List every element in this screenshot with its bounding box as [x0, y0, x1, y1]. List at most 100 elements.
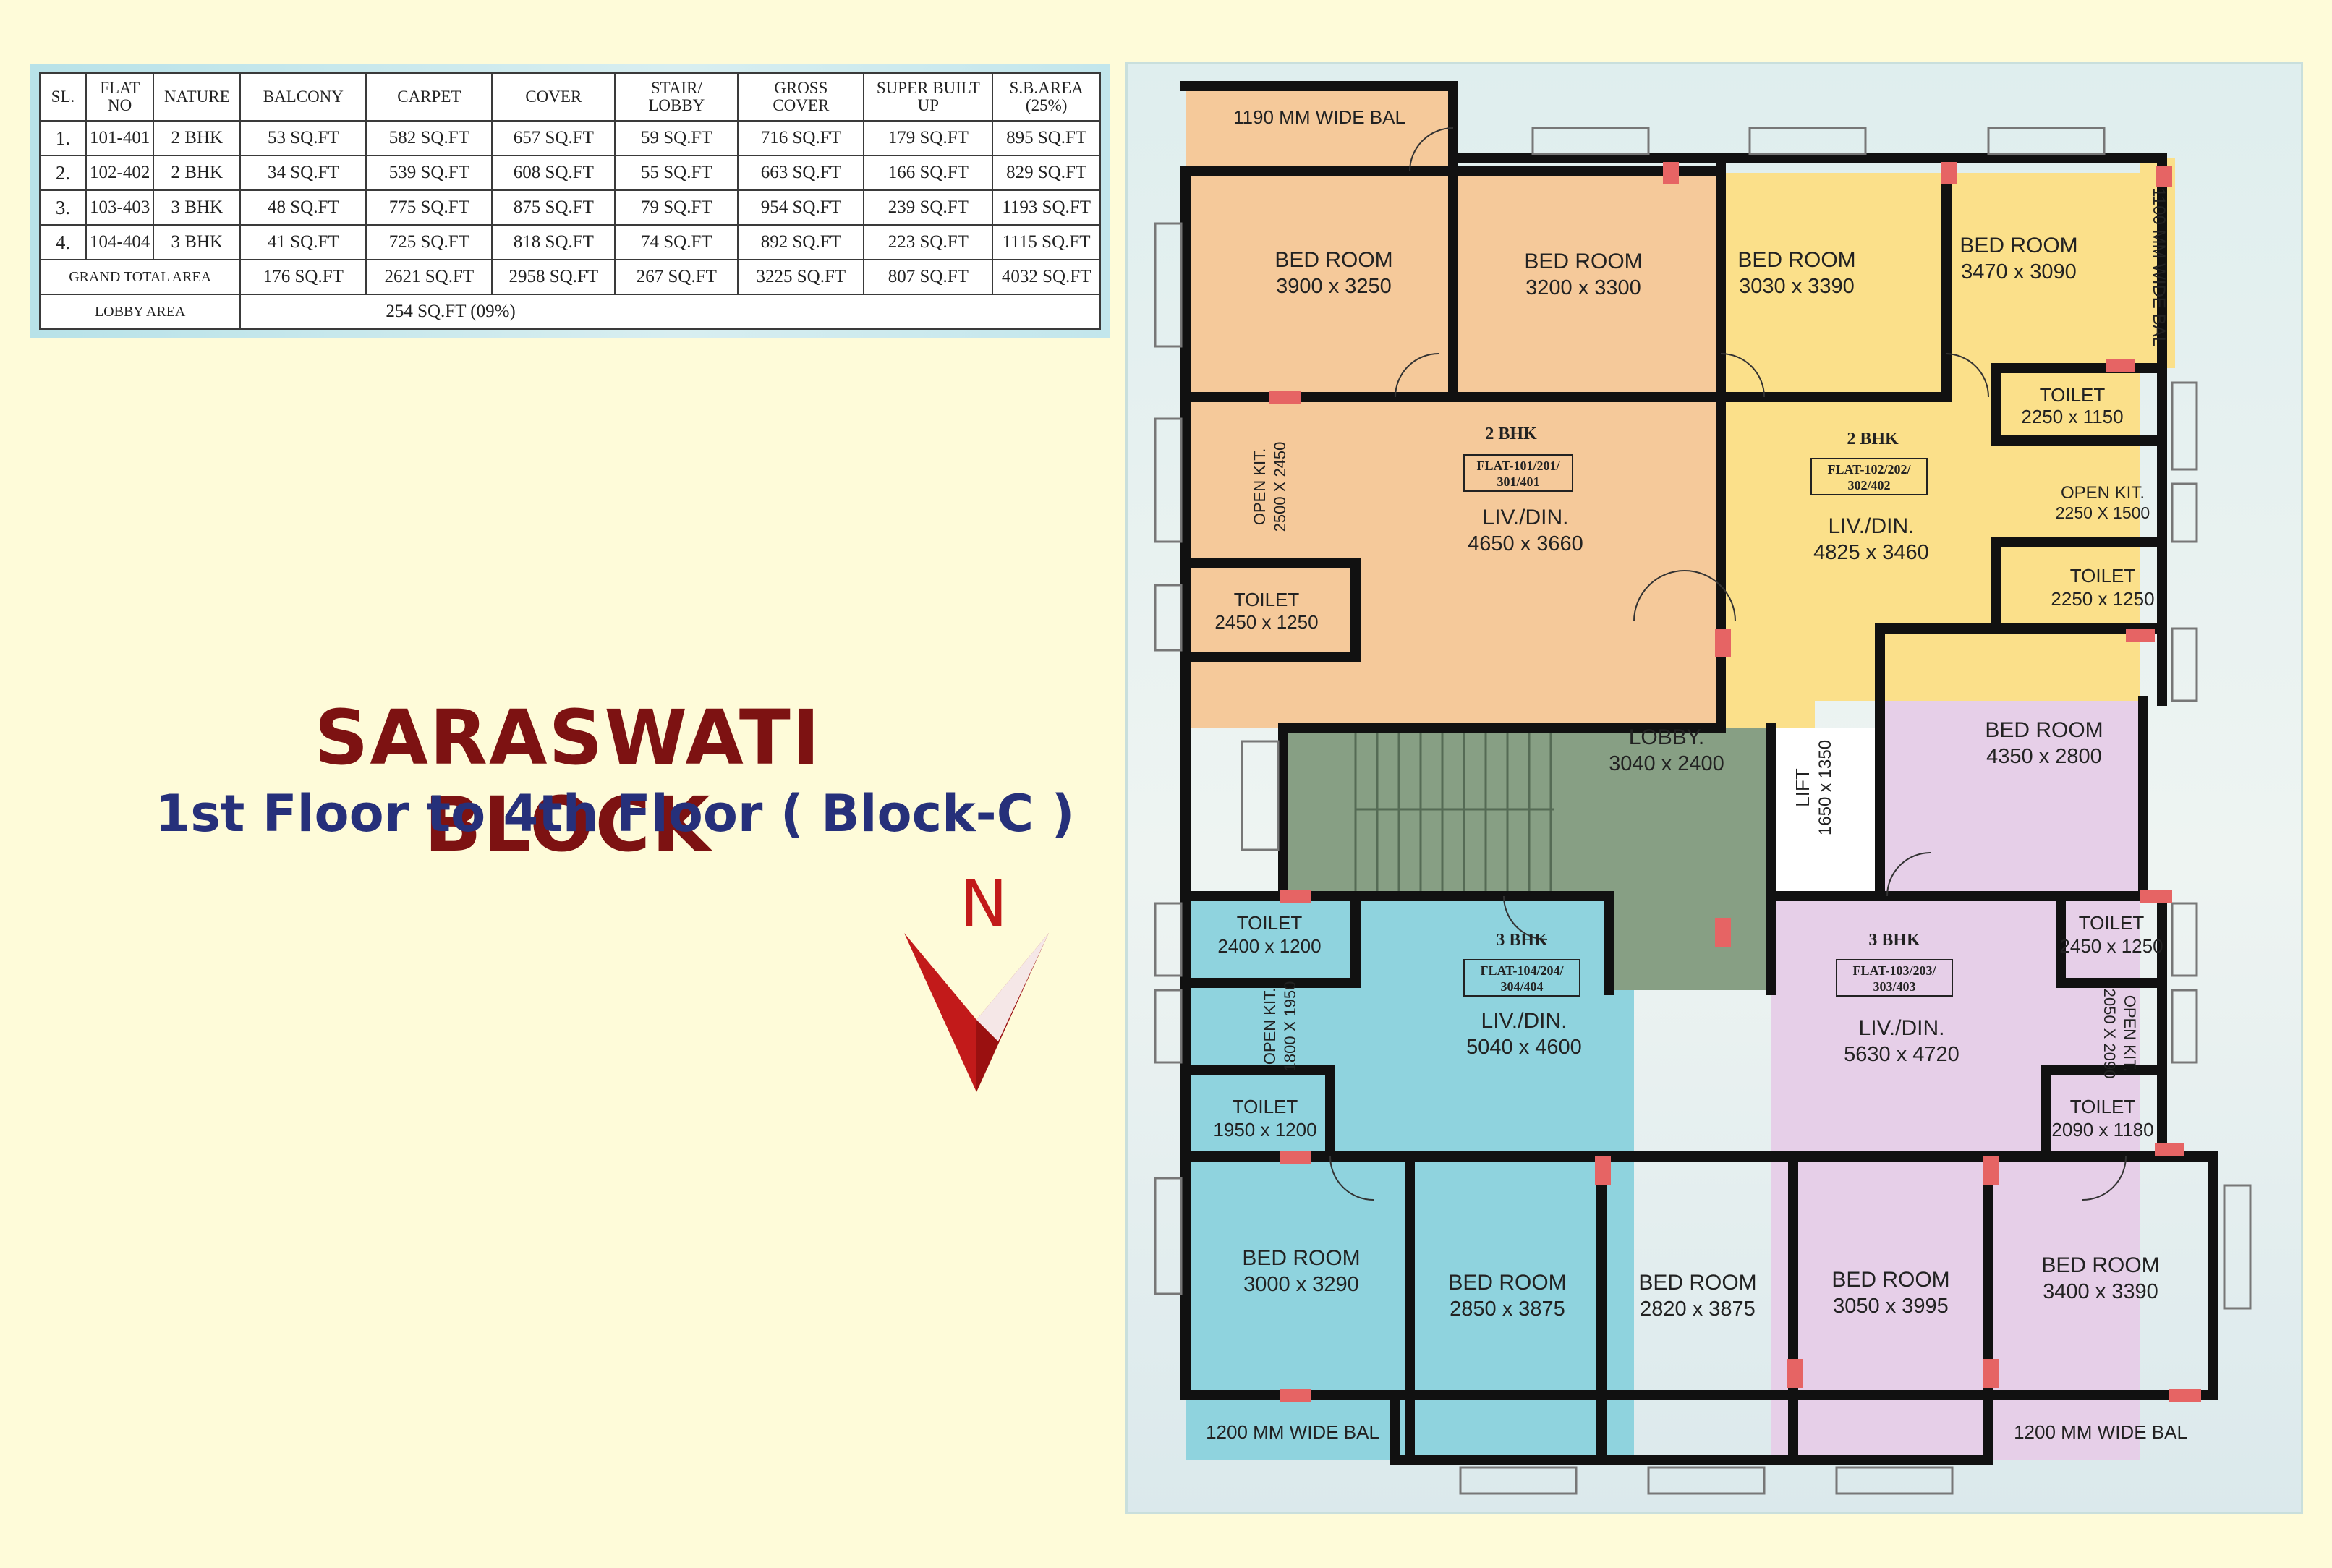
table-cell: 875 SQ.FT — [491, 189, 616, 226]
floor-subtitle: 1st Floor to 4th Floor ( Block-C ) — [155, 784, 1075, 843]
table-cell: 179 SQ.FT — [863, 120, 994, 156]
column-header: NATURE — [153, 72, 242, 122]
room-name-toilet-102-a: TOILET — [2040, 384, 2106, 406]
flat-type-102: 2 BHK — [1847, 430, 1899, 448]
table-cell: 2. — [39, 155, 87, 191]
room-dim-lift: 1650 x 1350 — [1816, 740, 1835, 835]
table-cell: 166 SQ.FT — [863, 155, 994, 191]
north-label: N — [960, 866, 1008, 941]
lobby-area-row: LOBBY AREA 254 SQ.FT (09%) — [38, 294, 1101, 330]
door-markers — [1269, 162, 2201, 1402]
room-name-toilet-104-b: TOILET — [1233, 1096, 1298, 1117]
room-name-liv-103: LIV./DIN. — [1859, 1016, 1945, 1040]
flat-tag-101-line2: 301/401 — [1497, 474, 1539, 489]
room-dim-toilet-104-b: 1950 x 1200 — [1213, 1119, 1316, 1141]
room-label-bal-bottom-right: 1200 MM WIDE BAL — [2014, 1421, 2187, 1443]
room-label-bal-top-left: 1190 MM WIDE BAL — [1233, 106, 1405, 128]
table-cell: 716 SQ.FT — [737, 120, 865, 156]
room-label-bal-right-top: 1100 MM WIDE BAL — [2149, 187, 2169, 346]
table-cell: 829 SQ.FT — [992, 155, 1101, 191]
table-cell: 3225 SQ.FT — [737, 259, 865, 295]
room-dim-bed-102-b: 3470 x 3090 — [1961, 260, 2077, 284]
windows — [1154, 127, 2252, 1495]
lobby-area-label: LOBBY AREA — [38, 294, 242, 330]
table-cell: 657 SQ.FT — [491, 120, 616, 156]
room-dim-lobby: 3040 x 2400 — [1609, 752, 1724, 775]
room-name-bed-103-b: BED ROOM — [2041, 1253, 2159, 1277]
column-header: STAIR/LOBBY — [614, 72, 739, 122]
table-cell: 608 SQ.FT — [491, 155, 616, 191]
north-arrow-icon — [904, 933, 1049, 1092]
room-name-toilet-102-b: TOILET — [2070, 565, 2136, 587]
table-cell: 1115 SQ.FT — [992, 224, 1101, 260]
table-cell: 1193 SQ.FT — [992, 189, 1101, 226]
table-cell: 775 SQ.FT — [365, 189, 493, 226]
room-label-bal-bottom-left: 1200 MM WIDE BAL — [1206, 1421, 1379, 1443]
room-name-toilet-101: TOILET — [1234, 589, 1300, 610]
flat-tag-box-104 — [1463, 959, 1580, 997]
table-cell: 2958 SQ.FT — [491, 259, 616, 295]
table-cell: 539 SQ.FT — [365, 155, 493, 191]
flat-type-101: 2 BHK — [1485, 425, 1537, 443]
room-dim-bed-103-top: 4350 x 2800 — [1986, 745, 2102, 768]
table-cell: 59 SQ.FT — [614, 120, 739, 156]
table-cell: 102-402 — [85, 155, 155, 191]
flat-tag-102-line1: FLAT-102/202/ — [1827, 462, 1911, 477]
table-cell: 267 SQ.FT — [614, 259, 739, 295]
flat-tag-box-101 — [1463, 454, 1573, 492]
room-dim-liv-101: 4650 x 3660 — [1468, 532, 1583, 555]
door-swings — [1329, 127, 2127, 1201]
flat-tag-box-102 — [1810, 458, 1928, 495]
room-dim-kit-102: 2250 X 1500 — [2056, 503, 2150, 522]
table-cell: 807 SQ.FT — [863, 259, 994, 295]
column-header: BALCONY — [239, 72, 367, 122]
room-dim-toilet-104-a: 2400 x 1200 — [1217, 935, 1321, 957]
room-dim-bed-101-a: 3900 x 3250 — [1276, 275, 1392, 298]
room-name-bed-104-b: BED ROOM — [1448, 1271, 1566, 1295]
room-dim-toilet-103-b: 2090 x 1180 — [2051, 1119, 2153, 1141]
table-cell: 223 SQ.FT — [863, 224, 994, 260]
table-cell: 663 SQ.FT — [737, 155, 865, 191]
table-cell: 725 SQ.FT — [365, 224, 493, 260]
column-header: SL. — [39, 72, 87, 122]
column-header: COVER — [491, 72, 616, 122]
floor-plan: 1190 MM WIDE BAL 1100 MM WIDE BAL BED RO… — [1125, 62, 2303, 1514]
table-cell: 2 BHK — [153, 120, 242, 156]
table-cell: 48 SQ.FT — [239, 189, 367, 226]
room-name-bed-103-a: BED ROOM — [1831, 1268, 1949, 1292]
room-dim-toilet-102-a: 2250 x 1150 — [2021, 406, 2123, 427]
room-name-lobby: LOBBY. — [1629, 725, 1705, 749]
table-cell: 239 SQ.FT — [863, 189, 994, 226]
room-name-lift: LIFT — [1792, 768, 1813, 807]
room-dim-bed-103-a: 3050 x 3995 — [1833, 1295, 1949, 1318]
table-cell: 74 SQ.FT — [614, 224, 739, 260]
room-dim-bed-104-c: 2820 x 3875 — [1640, 1298, 1756, 1321]
table-cell: 104-404 — [85, 224, 155, 260]
flat-tag-103-line1: FLAT-103/203/ — [1852, 963, 1936, 978]
table-cell: 41 SQ.FT — [239, 224, 367, 260]
table-cell: 103-403 — [85, 189, 155, 226]
room-dim-kit-101: 2500 X 2450 — [1271, 442, 1289, 532]
room-name-toilet-104-a: TOILET — [1237, 912, 1303, 934]
room-name-liv-101: LIV./DIN. — [1483, 506, 1569, 529]
table-cell: 4. — [39, 224, 87, 260]
table-cell: 53 SQ.FT — [239, 120, 367, 156]
table-cell: 1. — [39, 120, 87, 156]
room-dim-kit-104: 1800 X 1950 — [1281, 981, 1299, 1072]
floor-plan-drawing: 1190 MM WIDE BAL 1100 MM WIDE BAL BED RO… — [1154, 81, 2252, 1495]
room-name-kit-102: OPEN KIT. — [2061, 483, 2145, 503]
room-name-kit-103: OPEN KIT. — [2121, 995, 2139, 1072]
room-name-bed-101-b: BED ROOM — [1524, 250, 1642, 273]
flat-tag-104-line2: 304/404 — [1500, 979, 1543, 994]
table-row: 4. 104-404 3 BHK 41 SQ.FT 725 SQ.FT 818 … — [39, 224, 1101, 260]
room-dim-bed-102-a: 3030 x 3390 — [1739, 275, 1855, 298]
flat-type-103: 3 BHK — [1868, 931, 1920, 950]
room-name-bed-104-c: BED ROOM — [1638, 1271, 1756, 1295]
block-title: SARASWATI BLOCK — [314, 694, 822, 869]
room-dim-bed-101-b: 3200 x 3300 — [1525, 276, 1641, 299]
